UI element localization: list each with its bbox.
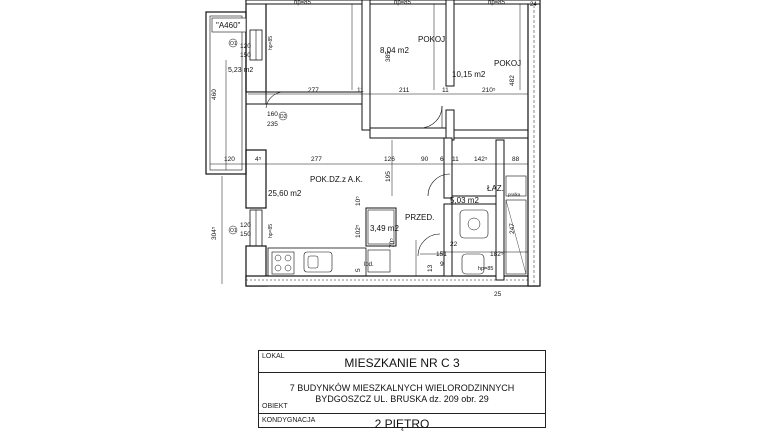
top-hp-2: hp=85	[394, 0, 412, 6]
wall-hatching	[245, 0, 541, 287]
dim-4: 4⁵	[255, 156, 262, 163]
window2-width: 120	[240, 222, 251, 229]
dim-102: 102⁵	[355, 224, 362, 238]
washer-label: pralka	[508, 192, 521, 197]
dim-11c: 11	[452, 156, 459, 163]
dim-385: 385	[385, 51, 392, 62]
bath-name: ŁAZ.	[487, 184, 504, 193]
fridge-label: lod.	[364, 262, 374, 268]
top-hp-1: hp=85	[294, 0, 312, 6]
window2-hp: hp=85	[268, 224, 274, 238]
dim-460: 460	[211, 89, 218, 100]
bath-hp: hp=85	[478, 266, 493, 272]
obiekt-label: OBIEKT	[262, 403, 288, 410]
window-code-2: O1	[230, 228, 237, 234]
balcony	[205, 11, 247, 175]
window1-height: 150	[240, 52, 251, 59]
plan-labels: "A460" 5,23 m2 O1 120 150 hp=85 D2 160 2…	[216, 0, 537, 272]
dim-70: 70⁵	[389, 238, 396, 248]
dim-5: 5	[355, 268, 362, 272]
living-name: POK.DZ.z A.K.	[310, 175, 363, 184]
room1-area: 8,04 m2	[380, 46, 409, 55]
obiekt-line-2: BYDGOSZCZ UL. BRUSKA dz. 209 obr. 29	[315, 394, 489, 404]
hall-area: 3,49 m2	[370, 224, 399, 233]
dim-13: 13	[427, 264, 434, 272]
dim-247: 247	[509, 223, 516, 234]
dimension-lines	[210, 4, 528, 284]
balcony-tag: "A460"	[216, 21, 241, 30]
living-area: 25,60 m2	[268, 189, 302, 198]
dim-304: 304⁵	[211, 226, 218, 240]
dim-151: 151	[436, 251, 447, 258]
dim-10: 10⁵	[355, 196, 362, 206]
dim-25: 25	[494, 291, 502, 298]
unit-title: MIESZKANIE NR C 3	[344, 356, 460, 370]
window1-width: 120	[240, 43, 251, 50]
dim-210: 210⁵	[482, 87, 496, 94]
dim-277a: 277	[308, 87, 319, 94]
kondygnacja-label: KONDYGNACJA	[262, 417, 316, 424]
room2-name: POKOJ	[494, 59, 521, 68]
dim-195: 195	[385, 171, 392, 182]
dim-22: 22	[450, 241, 458, 248]
divider-2	[259, 413, 545, 414]
bathroom-fixtures	[459, 175, 527, 275]
dim-482: 482	[509, 75, 516, 86]
dim-9: 9	[440, 261, 444, 268]
dim-277b: 277	[311, 156, 322, 163]
dimension-numbers: 277 11 211 11 210⁵ 120 4⁵ 277 126 90 6 1…	[211, 51, 520, 298]
dim-120: 120	[224, 156, 235, 163]
door-height: 235	[267, 121, 278, 128]
dim-88: 88	[512, 156, 520, 163]
room2-area: 10,15 m2	[452, 70, 486, 79]
dim-90: 90	[421, 156, 429, 163]
door-code: D2	[280, 114, 287, 120]
room1-name: POKOJ	[418, 35, 445, 44]
title-block: LOKAL MIESZKANIE NR C 3 7 BUDYNKÓW MIESZ…	[258, 350, 546, 431]
kitchen-counter	[267, 247, 391, 277]
door-width: 160	[267, 111, 278, 118]
dim-24: 24	[530, 2, 537, 8]
dim-182: 182⁵	[490, 251, 504, 258]
hall-name: PRZED.	[405, 213, 434, 222]
window2-height: 150	[240, 231, 251, 238]
floor-title: 2 PIĘTRO	[374, 417, 430, 431]
dim-142: 142⁵	[474, 156, 488, 163]
dim-211: 211	[399, 87, 410, 94]
dim-11b: 11	[442, 87, 449, 94]
bath-area: 5,03 m2	[450, 196, 479, 205]
dim-126: 126	[384, 156, 395, 163]
balcony-area: 5,23 m2	[228, 67, 253, 74]
dim-6: 6	[440, 156, 444, 163]
dim-11a: 11	[357, 87, 364, 94]
top-hp-3: hp=85	[488, 0, 506, 6]
divider-1	[259, 372, 545, 373]
floor-plan: "A460" 5,23 m2 O1 120 150 hp=85 D2 160 2…	[205, 0, 541, 298]
lokal-label: LOKAL	[262, 353, 285, 360]
window1-hp: hp=85	[268, 36, 274, 50]
interior-walls	[265, 0, 528, 281]
window-code-1: O1	[230, 41, 237, 47]
obiekt-line-1: 7 BUDYNKÓW MIESZKALNYCH WIELORODZINNYCH	[289, 383, 515, 393]
